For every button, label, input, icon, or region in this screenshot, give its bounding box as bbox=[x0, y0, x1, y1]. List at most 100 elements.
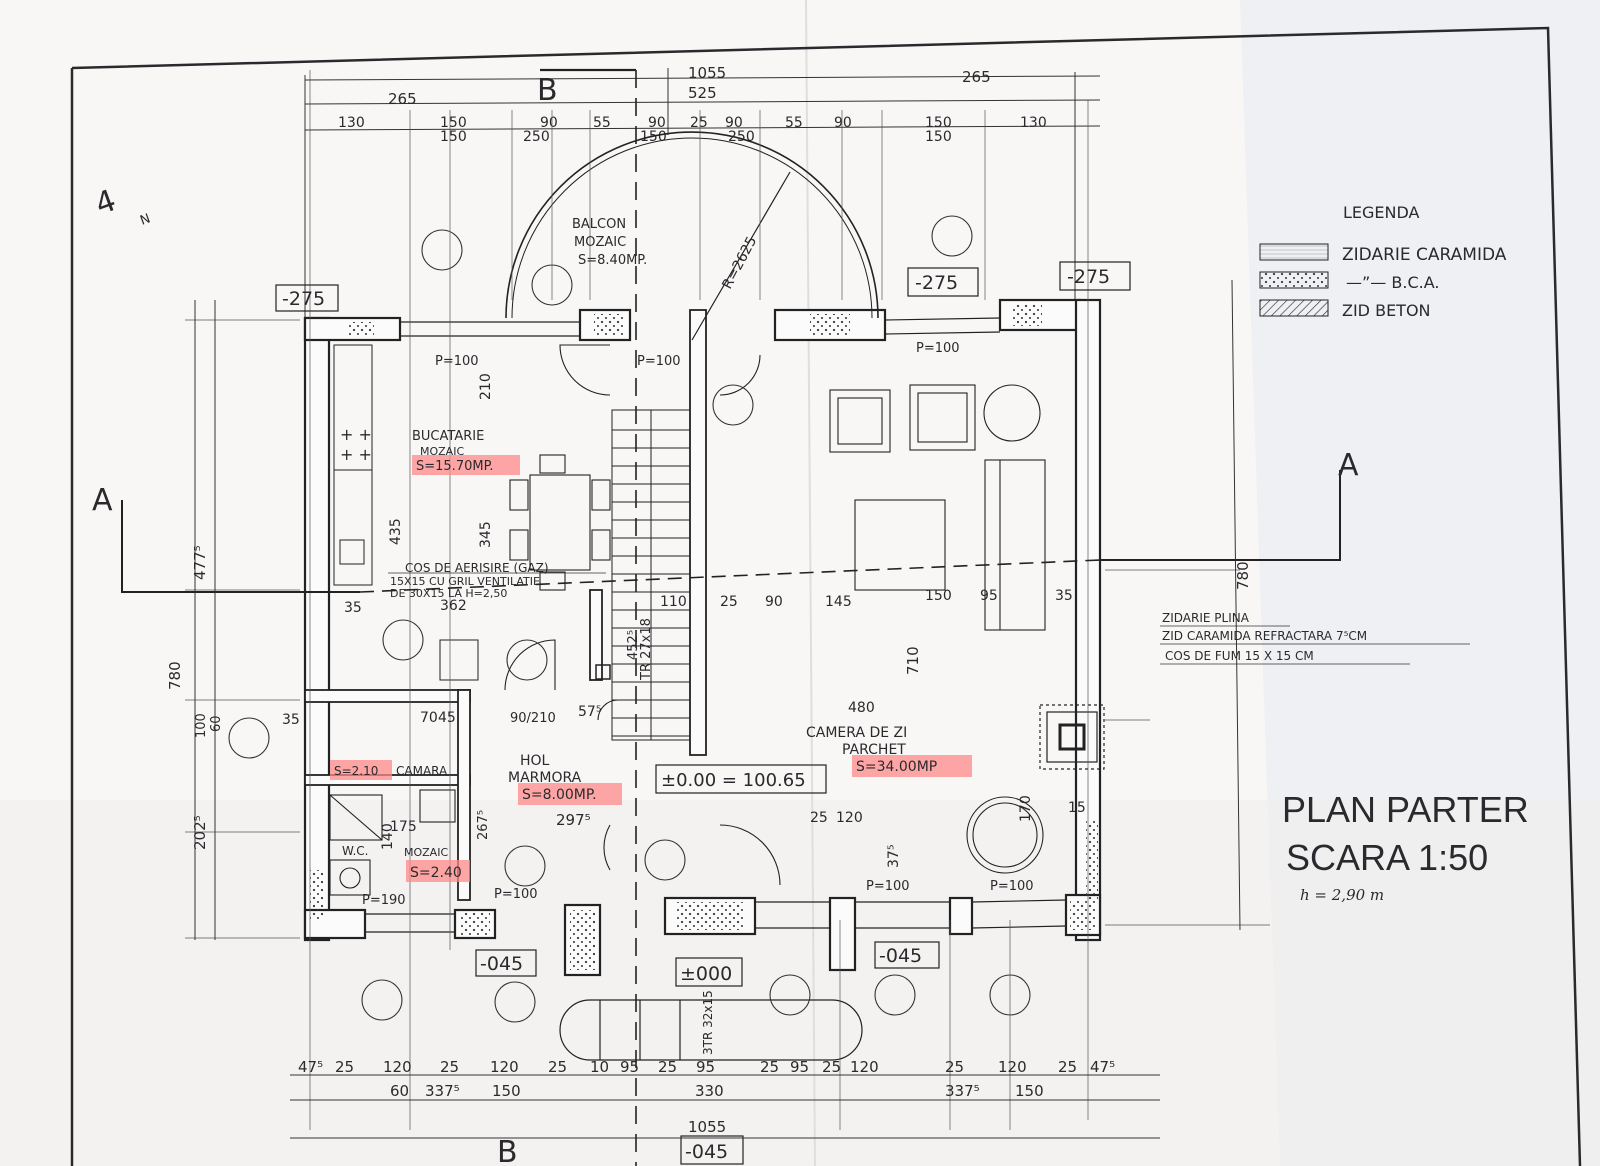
grid-markers bbox=[228, 215, 1031, 1023]
interior-dim-label: 57⁵ bbox=[578, 704, 601, 720]
grid-marker-circle bbox=[361, 979, 403, 1021]
dim-bottom-overall: 1055 bbox=[688, 1118, 726, 1136]
dim-bottom-row2-label: 330 bbox=[695, 1082, 724, 1100]
sill-stair: P=100 bbox=[637, 354, 681, 369]
main-stair bbox=[611, 409, 691, 741]
dim-bottom-row1-label: 120 bbox=[998, 1058, 1027, 1076]
chimney-note-2: ZID CARAMIDA REFRACTARA 7⁵CM bbox=[1162, 629, 1367, 643]
radius-line bbox=[691, 171, 791, 341]
grid-marker-circle bbox=[769, 974, 811, 1016]
dim-bottom-row1-label: 25 bbox=[440, 1058, 459, 1076]
stair-label: TR 27x18 bbox=[639, 618, 654, 681]
dim-right-780: 780 bbox=[1234, 561, 1252, 590]
kitchen-area: S=15.70MP. bbox=[416, 459, 494, 474]
dim-left-2025: 202⁵ bbox=[191, 815, 209, 850]
section-b-top-label: B bbox=[537, 73, 558, 108]
interior-dim-label: 37⁵ bbox=[886, 845, 902, 868]
dim-bottom-row1-label: 25 bbox=[335, 1058, 354, 1076]
grid-marker-circle bbox=[712, 384, 754, 426]
axis-lines bbox=[185, 70, 1270, 1130]
dim-bottom-row1-label: 25 bbox=[822, 1058, 841, 1076]
dim-living-h: 710 bbox=[904, 646, 922, 675]
dim-bottom-row1-label: 25 bbox=[945, 1058, 964, 1076]
dim-top-row2-label: 90 bbox=[725, 115, 743, 131]
dim-bottom-row2-label: 337⁵ bbox=[945, 1082, 980, 1100]
dim-stair-run: 452⁵ bbox=[626, 630, 641, 660]
dim-top-row2-label: 55 bbox=[593, 115, 611, 131]
sheet-border bbox=[71, 26, 1582, 1166]
level-rear-left: -275 bbox=[282, 288, 325, 310]
plan-height-note: h = 2,90 m bbox=[1300, 886, 1384, 904]
hall-area: S=8.00MP. bbox=[522, 787, 597, 803]
dim-bottom-row1-label: 120 bbox=[383, 1058, 412, 1076]
section-a-right: A bbox=[1338, 448, 1359, 483]
dim-bottom-row1-label: 10 bbox=[590, 1058, 609, 1076]
pantry-shelf bbox=[439, 639, 479, 681]
hall-area-highlight bbox=[518, 783, 622, 805]
dim-hall-h: 267⁵ bbox=[476, 810, 491, 840]
dim-living-w: 480 bbox=[848, 700, 875, 716]
wc-fixtures bbox=[329, 789, 456, 896]
dim-top-overall: 1055 bbox=[688, 64, 726, 82]
dim-top-row2-label: 25 bbox=[690, 115, 708, 131]
legend-swatch-brick bbox=[1259, 243, 1329, 261]
interior-dim-label: 110 bbox=[660, 594, 687, 610]
kitchen-name: BUCATARIE bbox=[412, 429, 484, 444]
pantry-name: CAMARA bbox=[396, 764, 448, 778]
interior-dim-label: 15 bbox=[1068, 800, 1086, 816]
level-rear-mid: -275 bbox=[915, 272, 958, 294]
interior-dim-label: 25 bbox=[810, 810, 828, 826]
dim-bottom-row2-label: 150 bbox=[492, 1082, 521, 1100]
entrance-stair-label: 3TR 32x15 bbox=[701, 990, 715, 1055]
hall-name: HOL bbox=[520, 753, 550, 769]
legend-label-bca: —”— B.C.A. bbox=[1346, 273, 1439, 292]
interior-dim-label: 25 bbox=[720, 594, 738, 610]
interior-dim-label: 35 bbox=[1055, 588, 1073, 604]
dim-left-100: 100 bbox=[194, 713, 209, 738]
living-furniture bbox=[829, 384, 1046, 874]
grid-marker-circle bbox=[228, 717, 270, 759]
vent-note-3: DE 30X15 LA H=2,50 bbox=[390, 587, 507, 600]
pantry-area-highlight bbox=[330, 760, 392, 780]
dim-top-row2b-label: 150 bbox=[440, 129, 467, 145]
north-label: N bbox=[138, 211, 152, 228]
level-rear-right: -275 bbox=[1067, 266, 1110, 288]
stove-icon: + + bbox=[340, 425, 372, 444]
level-main: ±0.00 = 100.65 bbox=[661, 770, 806, 791]
level-bottom: -045 bbox=[685, 1141, 728, 1163]
interior-dim-label: 175 bbox=[390, 819, 417, 835]
doors bbox=[504, 344, 781, 886]
sill-front-left: P=100 bbox=[494, 887, 538, 902]
paper-fold bbox=[805, 0, 816, 1166]
dim-bottom-row1-label: 95 bbox=[790, 1058, 809, 1076]
living-finish: PARCHET bbox=[842, 742, 906, 758]
dim-hall-w: 297⁵ bbox=[556, 811, 591, 829]
legend-heading: LEGENDA bbox=[1343, 203, 1420, 222]
dining-table bbox=[509, 454, 611, 591]
sill-kitchen: P=100 bbox=[435, 354, 479, 369]
dim-bottom-row2-label: 60 bbox=[390, 1082, 409, 1100]
sill-wc: P=190 bbox=[362, 893, 406, 908]
level-front-left: -045 bbox=[480, 953, 523, 975]
wall-fill-dots bbox=[310, 304, 1098, 970]
interior-dim-label: 150 bbox=[925, 588, 952, 604]
dim-bottom-row1-label: 25 bbox=[1058, 1058, 1077, 1076]
dim-kitchen-w: 362 bbox=[440, 598, 467, 614]
dim-top-row2-label: 150 bbox=[440, 115, 467, 131]
section-a-left: A bbox=[92, 483, 113, 518]
grid-marker-circle bbox=[504, 845, 546, 887]
interior-dim-label: 140 bbox=[380, 823, 396, 850]
interior-dim-label: 170 bbox=[1018, 795, 1034, 822]
grid-marker-circle bbox=[506, 639, 548, 681]
balcony-arc bbox=[505, 131, 879, 319]
dimensions-top bbox=[304, 68, 1101, 320]
section-a-line bbox=[121, 470, 1341, 593]
dim-kitchen-h: 435 bbox=[388, 518, 404, 545]
interior-dim-label: 145 bbox=[825, 594, 852, 610]
sill-front-right: P=100 bbox=[990, 879, 1034, 894]
living-area: S=34.00MP bbox=[856, 759, 937, 775]
legend-swatch-bca bbox=[1259, 271, 1329, 289]
